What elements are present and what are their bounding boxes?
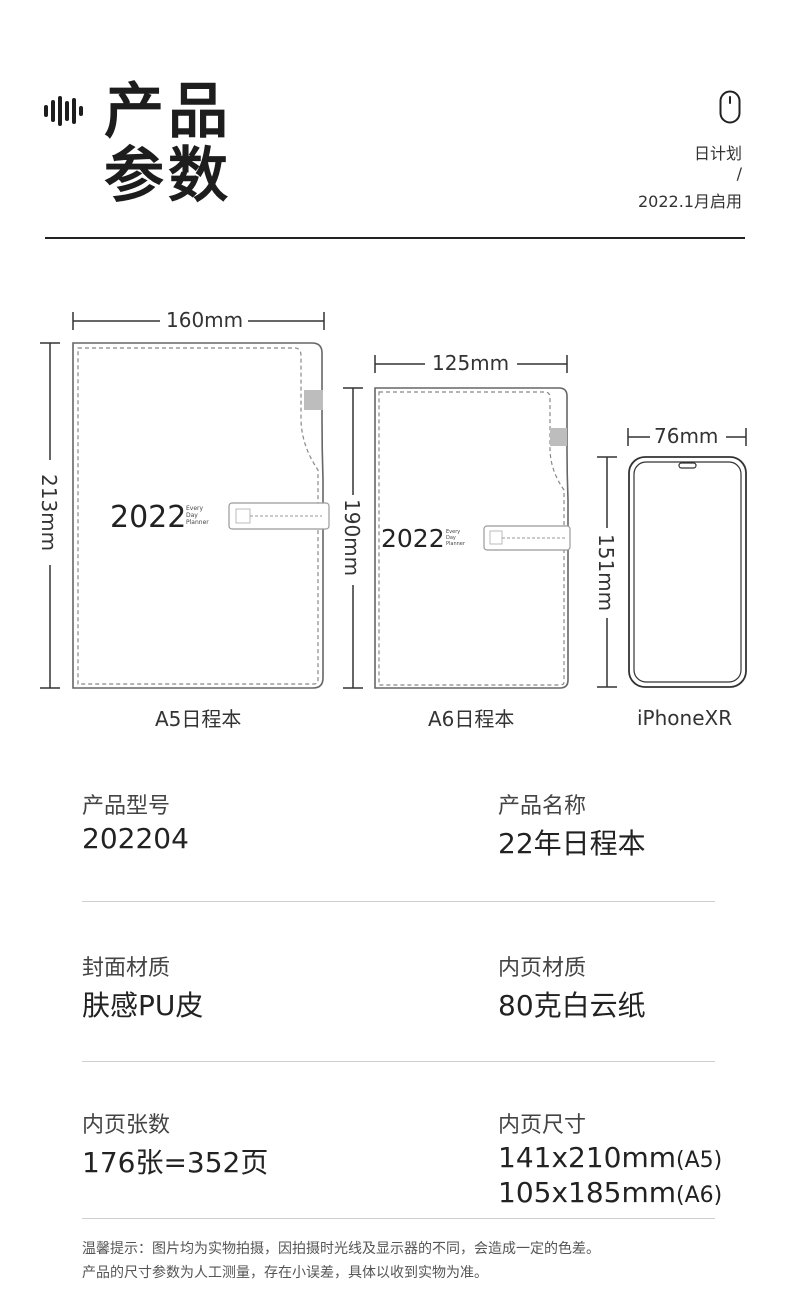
spec-value-size-a5: 141x210mm(A5)	[498, 1141, 723, 1174]
a5-height-label: 213mm	[37, 470, 61, 556]
a6-caption: A6日程本	[428, 707, 515, 731]
spec-value-model: 202204	[82, 822, 189, 855]
spec-label-name: 产品名称	[498, 794, 587, 819]
spec-divider	[82, 1218, 715, 1219]
phone-height-label: 151mm	[594, 530, 618, 616]
header-divider	[45, 237, 745, 239]
a6-cover-year: 2022	[381, 524, 445, 553]
spec-value-size-a6: 105x185mm(A6)	[498, 1176, 723, 1209]
spec-value-cover: 肤感PU皮	[82, 989, 204, 1022]
phone-width-dimension	[627, 428, 747, 446]
a6-width-label: 125mm	[428, 351, 514, 375]
a6-height-label: 190mm	[340, 495, 364, 581]
spec-value-name: 22年日程本	[498, 827, 646, 860]
phone-width-label: 76mm	[650, 424, 723, 448]
iphone-xr-outline	[628, 456, 747, 688]
a6-width-dimension	[374, 355, 568, 373]
a5-height-dimension	[40, 342, 60, 689]
spec-label-size: 内页尺寸	[498, 1113, 587, 1138]
a6-height-dimension	[343, 387, 363, 689]
a5-cover-year: 2022	[110, 500, 187, 535]
a5-notebook	[72, 342, 330, 689]
plan-label: 日计划	[693, 144, 742, 163]
spec-value-paper: 80克白云纸	[498, 989, 646, 1022]
a6-notebook	[374, 387, 571, 689]
start-date: 2022.1月启用	[638, 192, 742, 211]
spec-value-sheets: 176张=352页	[82, 1146, 269, 1179]
spec-divider	[82, 901, 715, 902]
a5-width-dimension	[72, 312, 325, 330]
note-line-2: 产品的尺寸参数为人工测量，存在小误差，具体以收到实物为准。	[82, 1265, 488, 1281]
phone-height-dimension	[597, 456, 617, 688]
spec-label-cover: 封面材质	[82, 956, 171, 981]
spec-label-model: 产品型号	[82, 794, 171, 819]
title-line-2: 参数	[104, 141, 232, 211]
slash-separator: /	[736, 164, 742, 183]
spec-divider	[82, 1061, 715, 1062]
title-line-1: 产品	[104, 77, 232, 147]
phone-caption: iPhoneXR	[637, 706, 733, 730]
note-line-1: 温馨提示：图片均为实物拍摄，因拍摄时光线及显示器的不同，会造成一定的色差。	[82, 1241, 600, 1257]
spec-label-paper: 内页材质	[498, 956, 587, 981]
sound-wave-icon	[44, 96, 83, 126]
a5-caption: A5日程本	[155, 707, 242, 731]
page-title: 产品 参数	[104, 80, 232, 208]
a5-width-label: 160mm	[162, 308, 248, 332]
size-diagram	[40, 312, 747, 689]
spec-label-sheets: 内页张数	[82, 1113, 171, 1138]
mouse-icon	[719, 90, 741, 124]
